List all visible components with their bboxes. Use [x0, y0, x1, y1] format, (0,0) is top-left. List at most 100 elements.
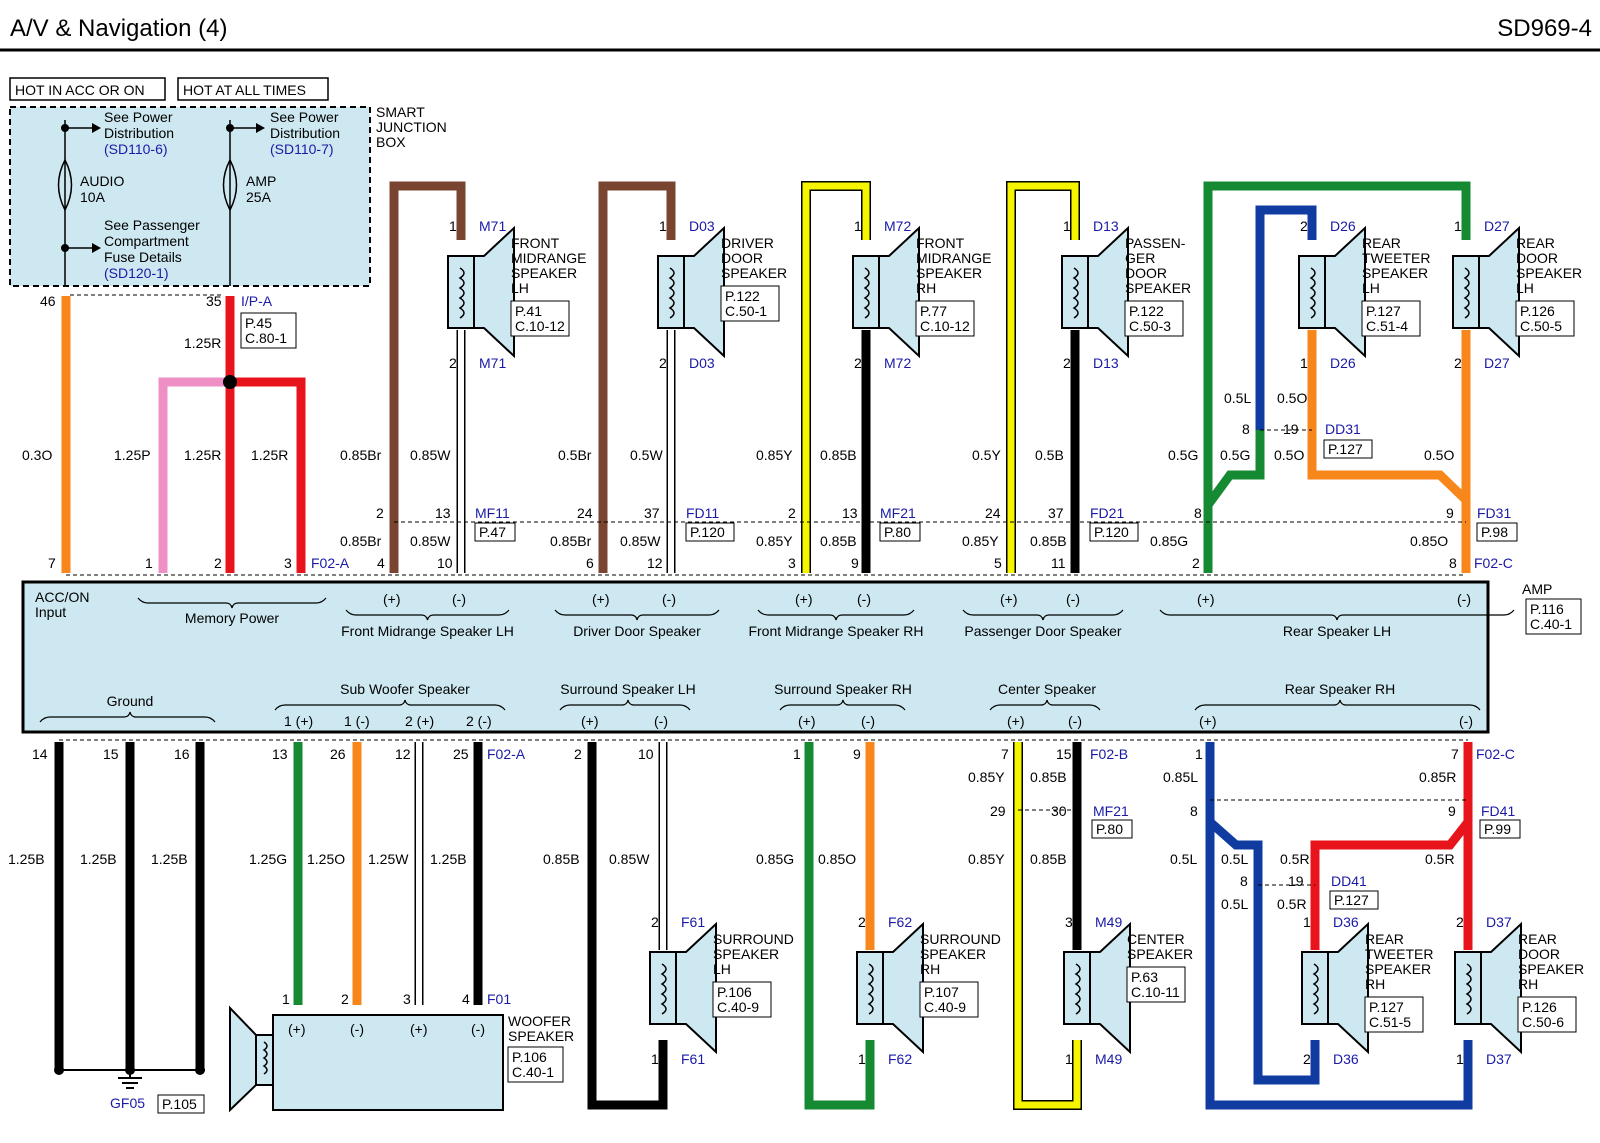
lower-speaker-3-conn-top[interactable]: M49 — [1095, 914, 1122, 930]
lower-speaker-2-ref-box — [919, 981, 979, 1018]
dd41-conn[interactable]: DD41 — [1331, 873, 1367, 889]
amp-pin-9: 9 — [851, 555, 859, 571]
f01-conn[interactable]: F01 — [487, 991, 511, 1007]
lower-speaker-1-conn-bot[interactable]: F61 — [681, 1051, 705, 1067]
lower-speaker-3-ref-1: P.63 — [1131, 969, 1158, 985]
upper-speaker-5-conn-top[interactable]: D26 — [1330, 218, 1356, 234]
upper-speaker-3-conn-top[interactable]: M72 — [884, 218, 911, 234]
lwl-085O-s: 0.85O — [818, 851, 856, 867]
lower-speaker-5-name-1: REAR — [1518, 931, 1557, 947]
amp-bottom-plus-1: (+) — [581, 713, 599, 729]
lower-speaker-2-conn-top[interactable]: F62 — [888, 914, 912, 930]
lower-speaker-1-name-1: SURROUND — [713, 931, 794, 947]
lwl-05R-b: 0.5R — [1425, 851, 1455, 867]
pin-35: 35 — [206, 293, 222, 309]
fd31-pin8: 8 — [1194, 505, 1202, 521]
upper-speaker-1-ref-2: C.10-12 — [515, 318, 565, 334]
see-passenger-ref[interactable]: (SD120-1) — [104, 265, 169, 281]
lower-speaker-2-pin-top: 2 — [858, 914, 866, 930]
upper-speaker-4-conn-bot[interactable]: D13 — [1093, 355, 1119, 371]
upper-speaker-6-name-4: LH — [1516, 280, 1534, 296]
amp-top-brace-1 — [345, 609, 510, 621]
fd31-conn[interactable]: FD31 — [1477, 505, 1511, 521]
lower-conn-f02c[interactable]: F02-C — [1476, 746, 1515, 762]
upper-speaker-3-conn-bot[interactable]: M72 — [884, 355, 911, 371]
upper-speaker-1-name-1: FRONT — [511, 235, 560, 251]
lwl-125B-c: 1.25B — [151, 851, 188, 867]
see-passenger-2: Compartment — [104, 233, 189, 249]
lower-conn-f02a[interactable]: F02-A — [487, 746, 526, 762]
fd11-conn[interactable]: FD11 — [686, 505, 719, 521]
mf21-conn[interactable]: MF21 — [880, 505, 916, 521]
wire-center-yellow — [1014, 742, 1081, 1109]
ground-conn[interactable]: GF05 — [110, 1095, 145, 1111]
upper-speaker-2-conn-top[interactable]: D03 — [689, 218, 715, 234]
fuse-amp-symbol — [222, 159, 238, 212]
upper-speaker-1-conn-bot[interactable]: M71 — [479, 355, 506, 371]
upper-speaker-5-conn-bot[interactable]: D26 — [1330, 355, 1356, 371]
dd41-box — [1329, 890, 1379, 910]
upper-speaker-1-conn-top[interactable]: M71 — [479, 218, 506, 234]
amp-conn-f02a-top[interactable]: F02-A — [311, 555, 350, 571]
lower-speaker-1-ref-2: C.40-9 — [717, 999, 759, 1015]
woofer-pin-minus-1: (-) — [350, 1021, 364, 1037]
lower-speaker-5-conn-top[interactable]: D37 — [1486, 914, 1512, 930]
fd41-box — [1479, 819, 1521, 839]
upper-speaker-5-name-4: LH — [1362, 280, 1380, 296]
lower-speaker-4-name-4: RH — [1365, 976, 1385, 992]
lower-speaker-4-conn-top[interactable]: D36 — [1333, 914, 1359, 930]
upper-speaker-2-conn-bot[interactable]: D03 — [689, 355, 715, 371]
lower-conn-f02b[interactable]: F02-B — [1090, 746, 1128, 762]
wl-085B-a: 0.85B — [820, 447, 857, 463]
lower-speaker-1-conn-top[interactable]: F61 — [681, 914, 705, 930]
amp-bottom-plus-3: (+) — [1007, 713, 1025, 729]
lower-speaker-2-ref-2: C.40-9 — [924, 999, 966, 1015]
mf11-conn[interactable]: MF11 — [475, 505, 510, 521]
lower-pin-15: 15 — [103, 746, 119, 762]
mf21-lower-conn[interactable]: MF21 — [1093, 803, 1129, 819]
amp-ref-box — [1525, 598, 1582, 635]
woofer-ref-1: P.106 — [512, 1049, 547, 1065]
fd11-pin24: 24 — [577, 505, 593, 521]
upper-speaker-6-conn-bot[interactable]: D27 — [1484, 355, 1510, 371]
hot-acc-badge — [9, 77, 166, 101]
lower-speaker-4-cone — [1327, 921, 1369, 1055]
lower-speaker-4-conn-bot[interactable]: D36 — [1333, 1051, 1359, 1067]
lwl-125W: 1.25W — [368, 851, 409, 867]
amp-top-minus-3: (-) — [857, 591, 871, 607]
mf11-pin2: 2 — [376, 505, 384, 521]
fd41-pin8: 8 — [1190, 803, 1198, 819]
lower-speaker-2-conn-bot[interactable]: F62 — [888, 1051, 912, 1067]
upper-speaker-5-name-1: REAR — [1362, 235, 1401, 251]
upper-speaker-4-conn-top[interactable]: D13 — [1093, 218, 1119, 234]
upper-speaker-5-pin-bot: 1 — [1300, 355, 1308, 371]
lower-speaker-2-name-1: SURROUND — [920, 931, 1001, 947]
lwl-05R-c: 0.5R — [1277, 896, 1307, 912]
upper-speaker-5-coil — [1309, 267, 1316, 319]
wire-rear-lh-blue — [1255, 205, 1317, 430]
wire-rear-lh-green — [1203, 181, 1471, 573]
lower-speaker-5-conn-bot[interactable]: D37 — [1486, 1051, 1512, 1067]
see-power-1-ref[interactable]: (SD110-6) — [104, 141, 168, 157]
memory-splice — [223, 375, 237, 389]
dd31-conn[interactable]: DD31 — [1325, 421, 1361, 437]
upper-speaker-6-conn-top[interactable]: D27 — [1484, 218, 1510, 234]
dd31-pin19: 19 — [1283, 421, 1299, 437]
upper-speaker-2-coil — [668, 267, 675, 319]
lower-speaker-3-conn-bot[interactable]: M49 — [1095, 1051, 1122, 1067]
amp-label: AMP — [1522, 581, 1552, 597]
amp-conn-f02c-top[interactable]: F02-C — [1474, 555, 1513, 571]
fuse-amp-name: AMP — [246, 173, 276, 189]
fd41-conn[interactable]: FD41 — [1481, 803, 1515, 819]
lower-pin-2: 2 — [574, 746, 582, 762]
lwl-05L-b: 0.5L — [1221, 851, 1248, 867]
amp-pin-2b: 2 — [1192, 555, 1200, 571]
lwl-085Y-c2: 0.85Y — [968, 851, 1005, 867]
see-power-2-ref[interactable]: (SD110-7) — [270, 141, 334, 157]
fd21-conn[interactable]: FD21 — [1090, 505, 1124, 521]
upper-speaker-1-ref-box — [510, 300, 570, 337]
ip-a-conn[interactable]: I/P-A — [241, 293, 273, 309]
fd31-box — [1476, 522, 1518, 542]
